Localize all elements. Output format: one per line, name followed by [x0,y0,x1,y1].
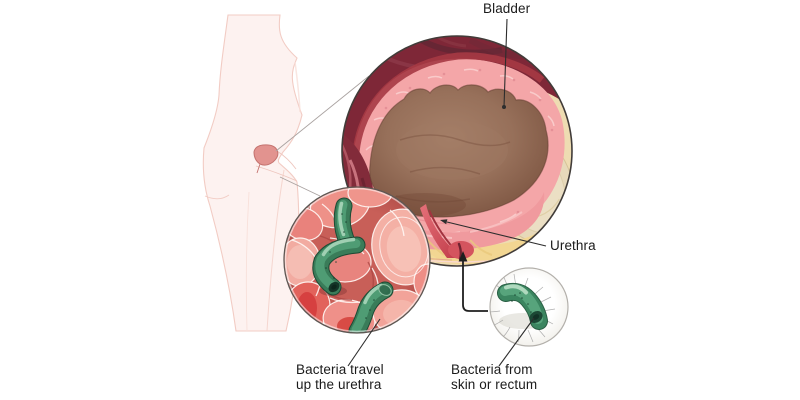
body-bladder-icon [253,144,279,174]
leader-line-bacteria-travel [347,318,381,367]
urethra-inset-inner-rim [284,187,430,333]
zoom-line-to-urethra-inset [279,176,321,197]
urethra-label-text: Urethra [550,238,596,253]
urethra-lining-inset [283,186,431,334]
body-silhouette-icon [202,14,303,332]
bladder-label: Bladder [483,1,531,17]
bladder-label-text: Bladder [483,1,531,16]
bacteria-from-line2: skin or rectum [451,376,538,392]
bacterium-inset [489,267,569,347]
arrowhead-up-icon [458,251,468,262]
urethra-channel [420,204,474,261]
bacteria-from-label: Bacteria from skin or rectum [451,362,538,392]
zoom-lines [275,75,370,197]
leader-line-bladder [503,18,508,108]
arrow-bacteria-entry [458,251,488,312]
bacterium-icon-2 [312,236,366,296]
bacterium-icon-4 [497,282,548,330]
zoom-line-to-bladder-inset [275,75,370,152]
leader-dot-bladder [502,105,506,109]
bacteria-travel-line1: Bacteria travel [296,362,384,377]
bladder-inset-rim [341,35,573,267]
bacteria-from-line1: Bacteria from [451,362,533,377]
urethra-inset-rim [283,186,431,334]
leader-line-urethra [446,221,547,247]
bacterium-icon-3 [348,281,394,333]
leader-line-bacteria-from [498,317,535,367]
bacteria-travel-label: Bacteria travel up the urethra [296,362,384,392]
urethra-label: Urethra [550,238,596,254]
leader-arrowhead-urethra [440,219,448,225]
bacteria-travel-line2: up the urethra [296,376,382,392]
